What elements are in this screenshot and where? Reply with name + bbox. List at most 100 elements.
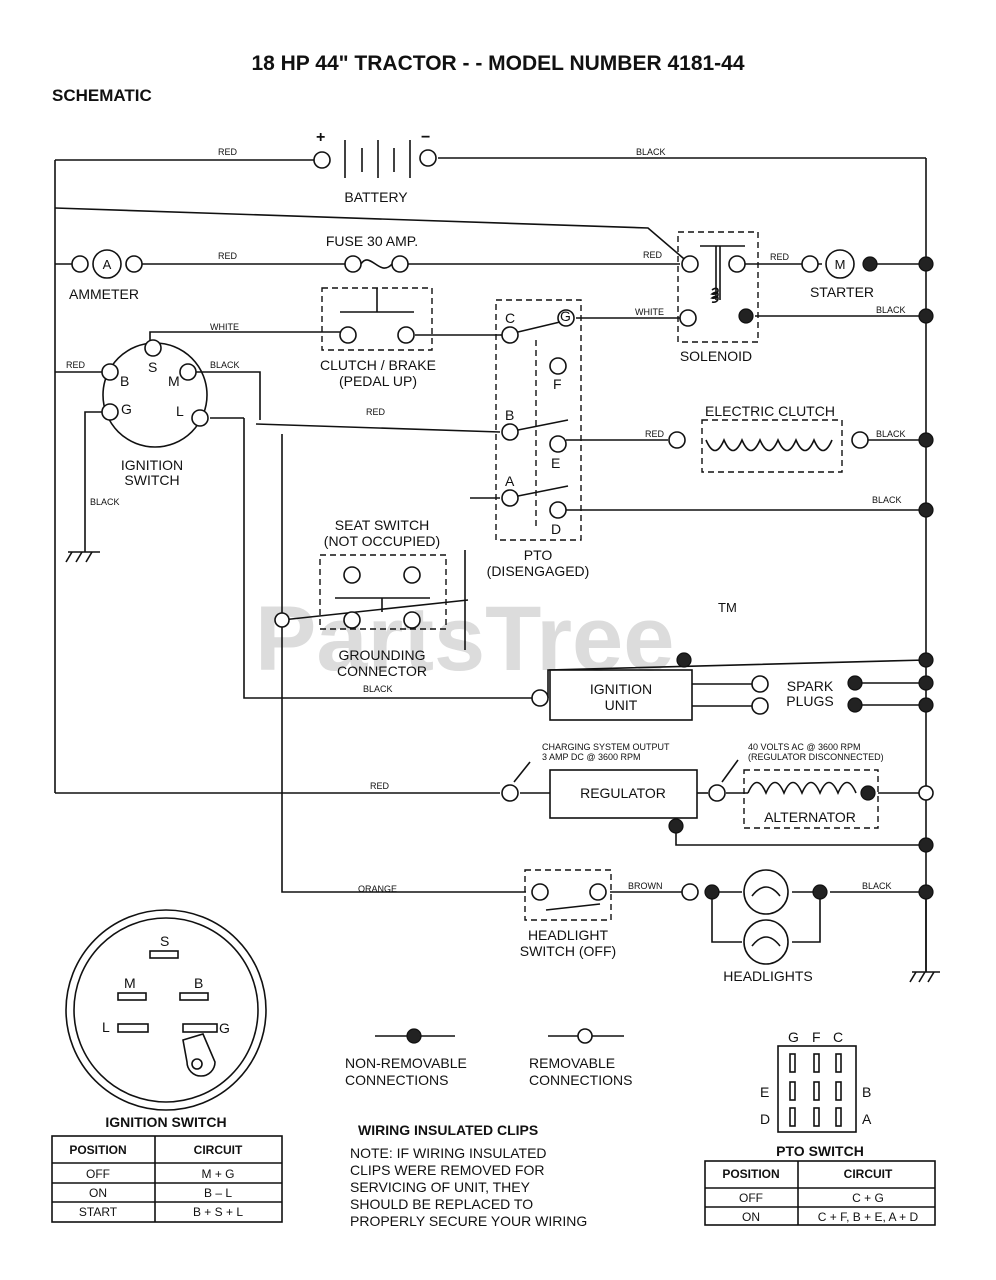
wire-label-black: BLACK	[636, 147, 666, 157]
pto-terminal-b: B	[505, 407, 514, 423]
battery-plus: +	[316, 129, 325, 146]
alternator-label: ALTERNATOR	[764, 809, 856, 825]
headlight-switch-label-1: HEADLIGHT	[528, 927, 609, 943]
seat-switch: SEAT SWITCH (NOT OCCUPIED) GROUNDING CON…	[319, 517, 447, 679]
pto-detail-e: E	[760, 1084, 769, 1100]
ign-terminal-s: S	[148, 359, 157, 375]
clips-note-line: CLIPS WERE REMOVED FOR	[350, 1162, 544, 1178]
clips-note-title: WIRING INSULATED CLIPS	[358, 1122, 538, 1138]
pto-table-header-position: POSITION	[722, 1167, 779, 1181]
ign-terminal-g: G	[121, 401, 132, 417]
regulator: REGULATOR CHARGING SYSTEM OUTPUT 3 AMP D…	[501, 742, 698, 834]
ign-detail-title: IGNITION SWITCH	[105, 1114, 226, 1130]
bus-connections	[274, 256, 934, 900]
ammeter-label: AMMETER	[69, 286, 139, 302]
grounding-label-1: GROUNDING	[338, 647, 425, 663]
spark-plugs-label-1: SPARK	[787, 678, 834, 694]
pto-terminal-c: C	[505, 310, 515, 326]
regulator-label: REGULATOR	[580, 785, 666, 801]
wire-label-black: BLACK	[876, 429, 906, 439]
wire-label-red: RED	[370, 781, 390, 791]
pto-label-2: (DISENGAGED)	[487, 563, 590, 579]
clutch-brake-label-2: (PEDAL UP)	[339, 373, 417, 389]
pto-detail-title: PTO SWITCH	[776, 1143, 864, 1159]
ignition-switch-label-1: IGNITION	[121, 457, 183, 473]
legend: NON-REMOVABLE CONNECTIONS REMOVABLE CONN…	[345, 1028, 632, 1088]
solenoid: SOLENOID	[677, 231, 759, 364]
clutch-brake-switch: CLUTCH / BRAKE (PEDAL UP)	[320, 287, 436, 389]
pto-terminal-d: D	[551, 521, 561, 537]
headlight-switch-label-2: SWITCH (OFF)	[520, 943, 616, 959]
pto-terminal-e: E	[551, 455, 560, 471]
alternator: ALTERNATOR 40 VOLTS AC @ 3600 RPM (REGUL…	[708, 742, 884, 829]
headlights: HEADLIGHTS	[681, 869, 828, 984]
charging-label-2: 3 AMP DC @ 3600 RPM	[542, 752, 641, 762]
headlight-switch: HEADLIGHT SWITCH (OFF)	[520, 869, 616, 959]
pto-switch: C G F B E A D PTO (DISENGAGED)	[487, 299, 590, 579]
wire-label-black: BLACK	[210, 360, 240, 370]
ign-table-cell: M + G	[201, 1167, 234, 1181]
ign-detail-g: G	[219, 1020, 230, 1036]
ign-table-cell: START	[79, 1205, 118, 1219]
page-title: 18 HP 44" TRACTOR - - MODEL NUMBER 4181-…	[251, 52, 744, 75]
grounding-label-2: CONNECTOR	[337, 663, 427, 679]
pto-detail-g: G	[788, 1029, 799, 1045]
ground-symbol-right	[909, 971, 940, 983]
ign-detail-m: M	[124, 975, 136, 991]
wire-label-brown: BROWN	[628, 881, 663, 891]
spark-plugs-label-2: PLUGS	[786, 693, 833, 709]
pto-detail-d: D	[760, 1111, 770, 1127]
pto-terminal-f: F	[553, 376, 562, 392]
ignition-unit-label-2: UNIT	[605, 697, 638, 713]
ign-table-cell: ON	[89, 1186, 107, 1200]
battery-minus: −	[421, 129, 430, 146]
wire-label-white: WHITE	[635, 307, 664, 317]
clips-note-line: NOTE: IF WIRING INSULATED	[350, 1145, 547, 1161]
ignition-switch-detail: S M B L G IGNITION SWITCH	[65, 909, 267, 1130]
pto-terminal-g: G	[560, 308, 571, 324]
pto-table-header-circuit: CIRCUIT	[844, 1167, 893, 1181]
electric-clutch: ELECTRIC CLUTCH	[668, 403, 869, 473]
ignition-switch: S B M G L IGNITION SWITCH	[101, 339, 209, 488]
ign-table-cell: OFF	[86, 1167, 110, 1181]
charging-label-1: CHARGING SYSTEM OUTPUT	[542, 742, 670, 752]
wire-label-red: RED	[770, 252, 790, 262]
pto-label-1: PTO	[524, 547, 553, 563]
ignition-unit-label-1: IGNITION	[590, 681, 652, 697]
starter: M STARTER	[801, 249, 878, 300]
wire-label-white: WHITE	[210, 322, 239, 332]
wire-label-black: BLACK	[876, 305, 906, 315]
ignition-switch-table: POSITION CIRCUIT OFF M + G ON B – L STAR…	[51, 1135, 283, 1223]
battery-label: BATTERY	[344, 189, 408, 205]
clutch-brake-label-1: CLUTCH / BRAKE	[320, 357, 436, 373]
fuse: FUSE 30 AMP.	[326, 233, 418, 273]
page-subtitle: SCHEMATIC	[52, 86, 152, 105]
ign-detail-l: L	[102, 1019, 110, 1035]
wire-label-red: RED	[218, 251, 238, 261]
pto-table-cell: ON	[742, 1210, 760, 1224]
wire-label-black: BLACK	[872, 495, 902, 505]
ign-table-cell: B – L	[204, 1186, 232, 1200]
headlights-label: HEADLIGHTS	[723, 968, 812, 984]
ign-terminal-m: M	[168, 373, 180, 389]
ign-detail-s: S	[160, 933, 169, 949]
ammeter: A AMMETER	[69, 249, 143, 302]
wire-label-black: BLACK	[90, 497, 120, 507]
pto-detail-f: F	[812, 1029, 821, 1045]
starter-label: STARTER	[810, 284, 874, 300]
clips-note: WIRING INSULATED CLIPS NOTE: IF WIRING I…	[350, 1122, 587, 1229]
clips-note-line: SERVICING OF UNIT, THEY	[350, 1179, 531, 1195]
seat-switch-label-1: SEAT SWITCH	[335, 517, 429, 533]
ign-table-header-circuit: CIRCUIT	[194, 1143, 243, 1157]
pto-detail-a: A	[862, 1111, 872, 1127]
ignition-switch-label-2: SWITCH	[124, 472, 179, 488]
pto-detail-c: C	[833, 1029, 843, 1045]
fuse-label: FUSE 30 AMP.	[326, 233, 418, 249]
wire-label-orange: ORANGE	[358, 884, 397, 894]
pto-switch-detail: G F C E B D A PTO SWITCH	[760, 1029, 872, 1159]
ign-terminal-l: L	[176, 403, 184, 419]
pto-detail-b: B	[862, 1084, 871, 1100]
legend-removable-1: REMOVABLE	[529, 1055, 615, 1071]
wire-label-black: BLACK	[363, 684, 393, 694]
